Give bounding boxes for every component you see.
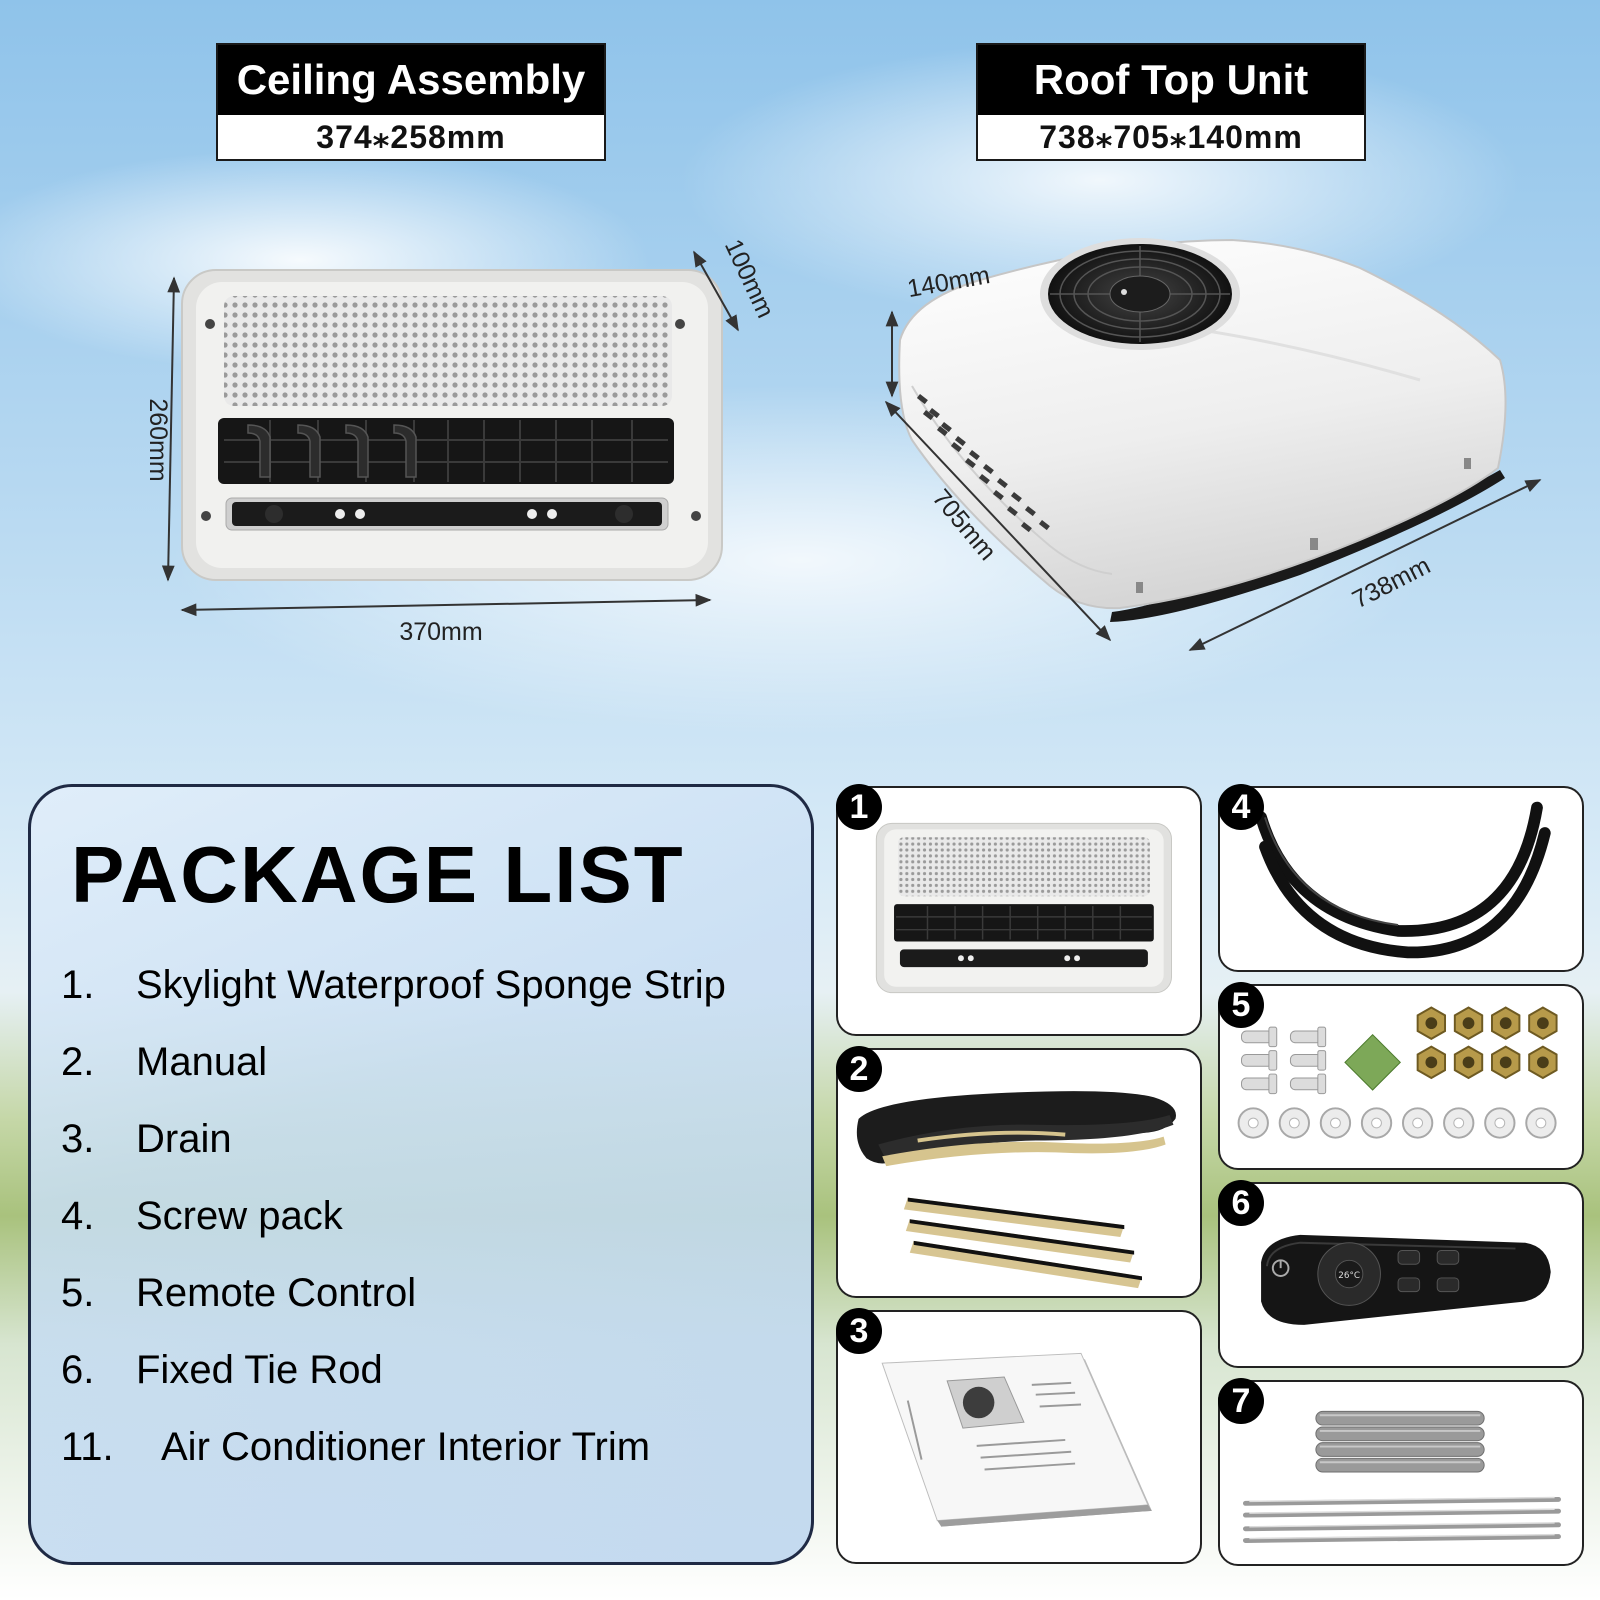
list-item-label: Remote Control — [136, 1271, 417, 1315]
part-card-screw-pack — [1218, 984, 1584, 1170]
ceiling-assembly-label: Ceiling Assembly 374⁎258mm — [216, 43, 606, 161]
part-card-interior-trim — [836, 786, 1202, 1036]
list-item-number: 6. — [61, 1348, 95, 1392]
list-item-number: 1. — [61, 963, 95, 1007]
list-item: 11. Air Conditioner Interior Trim — [61, 1409, 726, 1486]
roof-top-unit-label: Roof Top Unit 738⁎705⁎140mm — [976, 43, 1366, 161]
list-item: 1. Skylight Waterproof Sponge Strip — [61, 947, 726, 1024]
screw-pack-icon — [1237, 1006, 1558, 1139]
list-item-number: 2. — [61, 1040, 95, 1084]
list-item-label: Screw pack — [136, 1194, 343, 1238]
ceiling-button-icon — [355, 509, 365, 519]
ceiling-button-icon — [335, 509, 345, 519]
part-badge-5: 5 — [1218, 982, 1264, 1028]
tie-rod-icon — [1242, 1410, 1561, 1543]
list-item: 3. Drain — [61, 1101, 726, 1178]
part-badge-1: 1 — [836, 784, 882, 830]
roof-top-unit-title: Roof Top Unit — [978, 45, 1364, 115]
roof-width-label: 738mm — [1348, 551, 1435, 614]
ceiling-height-label: 260mm — [144, 398, 172, 481]
ceiling-width-label: 370mm — [399, 618, 482, 646]
remote-display: 26°C — [1338, 1271, 1360, 1281]
part-card-manual — [836, 1310, 1202, 1564]
list-item-number: 4. — [61, 1194, 95, 1238]
part-card-remote-control: 26°C — [1218, 1182, 1584, 1368]
package-list: 1. Skylight Waterproof Sponge Strip 2. Man… — [61, 947, 726, 1486]
package-list-panel: PACKAGE LIST 1. Skylight Waterproof Spong… — [28, 784, 814, 1565]
ceiling-assembly-title: Ceiling Assembly — [218, 45, 604, 115]
part-card-fixed-tie-rod — [1218, 1380, 1584, 1566]
list-item-number: 5. — [61, 1271, 95, 1315]
part-badge-6: 6 — [1218, 1180, 1264, 1226]
drain-hose-icon — [1255, 801, 1551, 959]
list-item-number: 3. — [61, 1117, 95, 1161]
part-badge-7: 7 — [1218, 1378, 1264, 1424]
ceiling-button-icon — [527, 509, 537, 519]
ceiling-depth-label: 100mm — [719, 235, 780, 322]
list-item-label: Drain — [136, 1117, 232, 1161]
part-badge-4: 4 — [1218, 784, 1264, 830]
roof-dimension-lines — [884, 310, 1542, 651]
list-item-label: Manual — [136, 1040, 268, 1084]
list-item: 5. Remote Control — [61, 1255, 726, 1332]
list-item: 4. Screw pack — [61, 1178, 726, 1255]
part-badge-3: 3 — [836, 1308, 882, 1354]
remote-control-icon: 26°C — [1261, 1234, 1551, 1325]
list-item-label: Fixed Tie Rod — [136, 1348, 383, 1392]
ceiling-assembly-illustration — [181, 269, 723, 581]
list-item: 6. Fixed Tie Rod — [61, 1332, 726, 1409]
ceiling-grille — [224, 296, 672, 406]
part-card-sponge-strip — [836, 1048, 1202, 1298]
interior-trim-icon — [875, 822, 1173, 994]
manual-icon — [881, 1352, 1152, 1527]
ceiling-dimension-lines — [161, 250, 739, 617]
roof-top-unit-size: 738⁎705⁎140mm — [1039, 119, 1303, 155]
list-item-label: Air Conditioner Interior Trim — [161, 1425, 651, 1469]
product-illustrations: 260mm 370mm 100mm — [144, 235, 1542, 651]
list-item: 2. Manual — [61, 1024, 726, 1101]
ceiling-button-icon — [547, 509, 557, 519]
list-item-number: 11. — [61, 1425, 114, 1469]
list-item-label: Skylight Waterproof Sponge Strip — [136, 963, 726, 1007]
part-badge-2: 2 — [836, 1046, 882, 1092]
package-list-title: PACKAGE LIST — [71, 830, 685, 919]
sponge-strip-icon — [856, 1091, 1176, 1289]
part-card-drain — [1218, 786, 1584, 972]
ceiling-assembly-size: 374⁎258mm — [316, 119, 506, 155]
